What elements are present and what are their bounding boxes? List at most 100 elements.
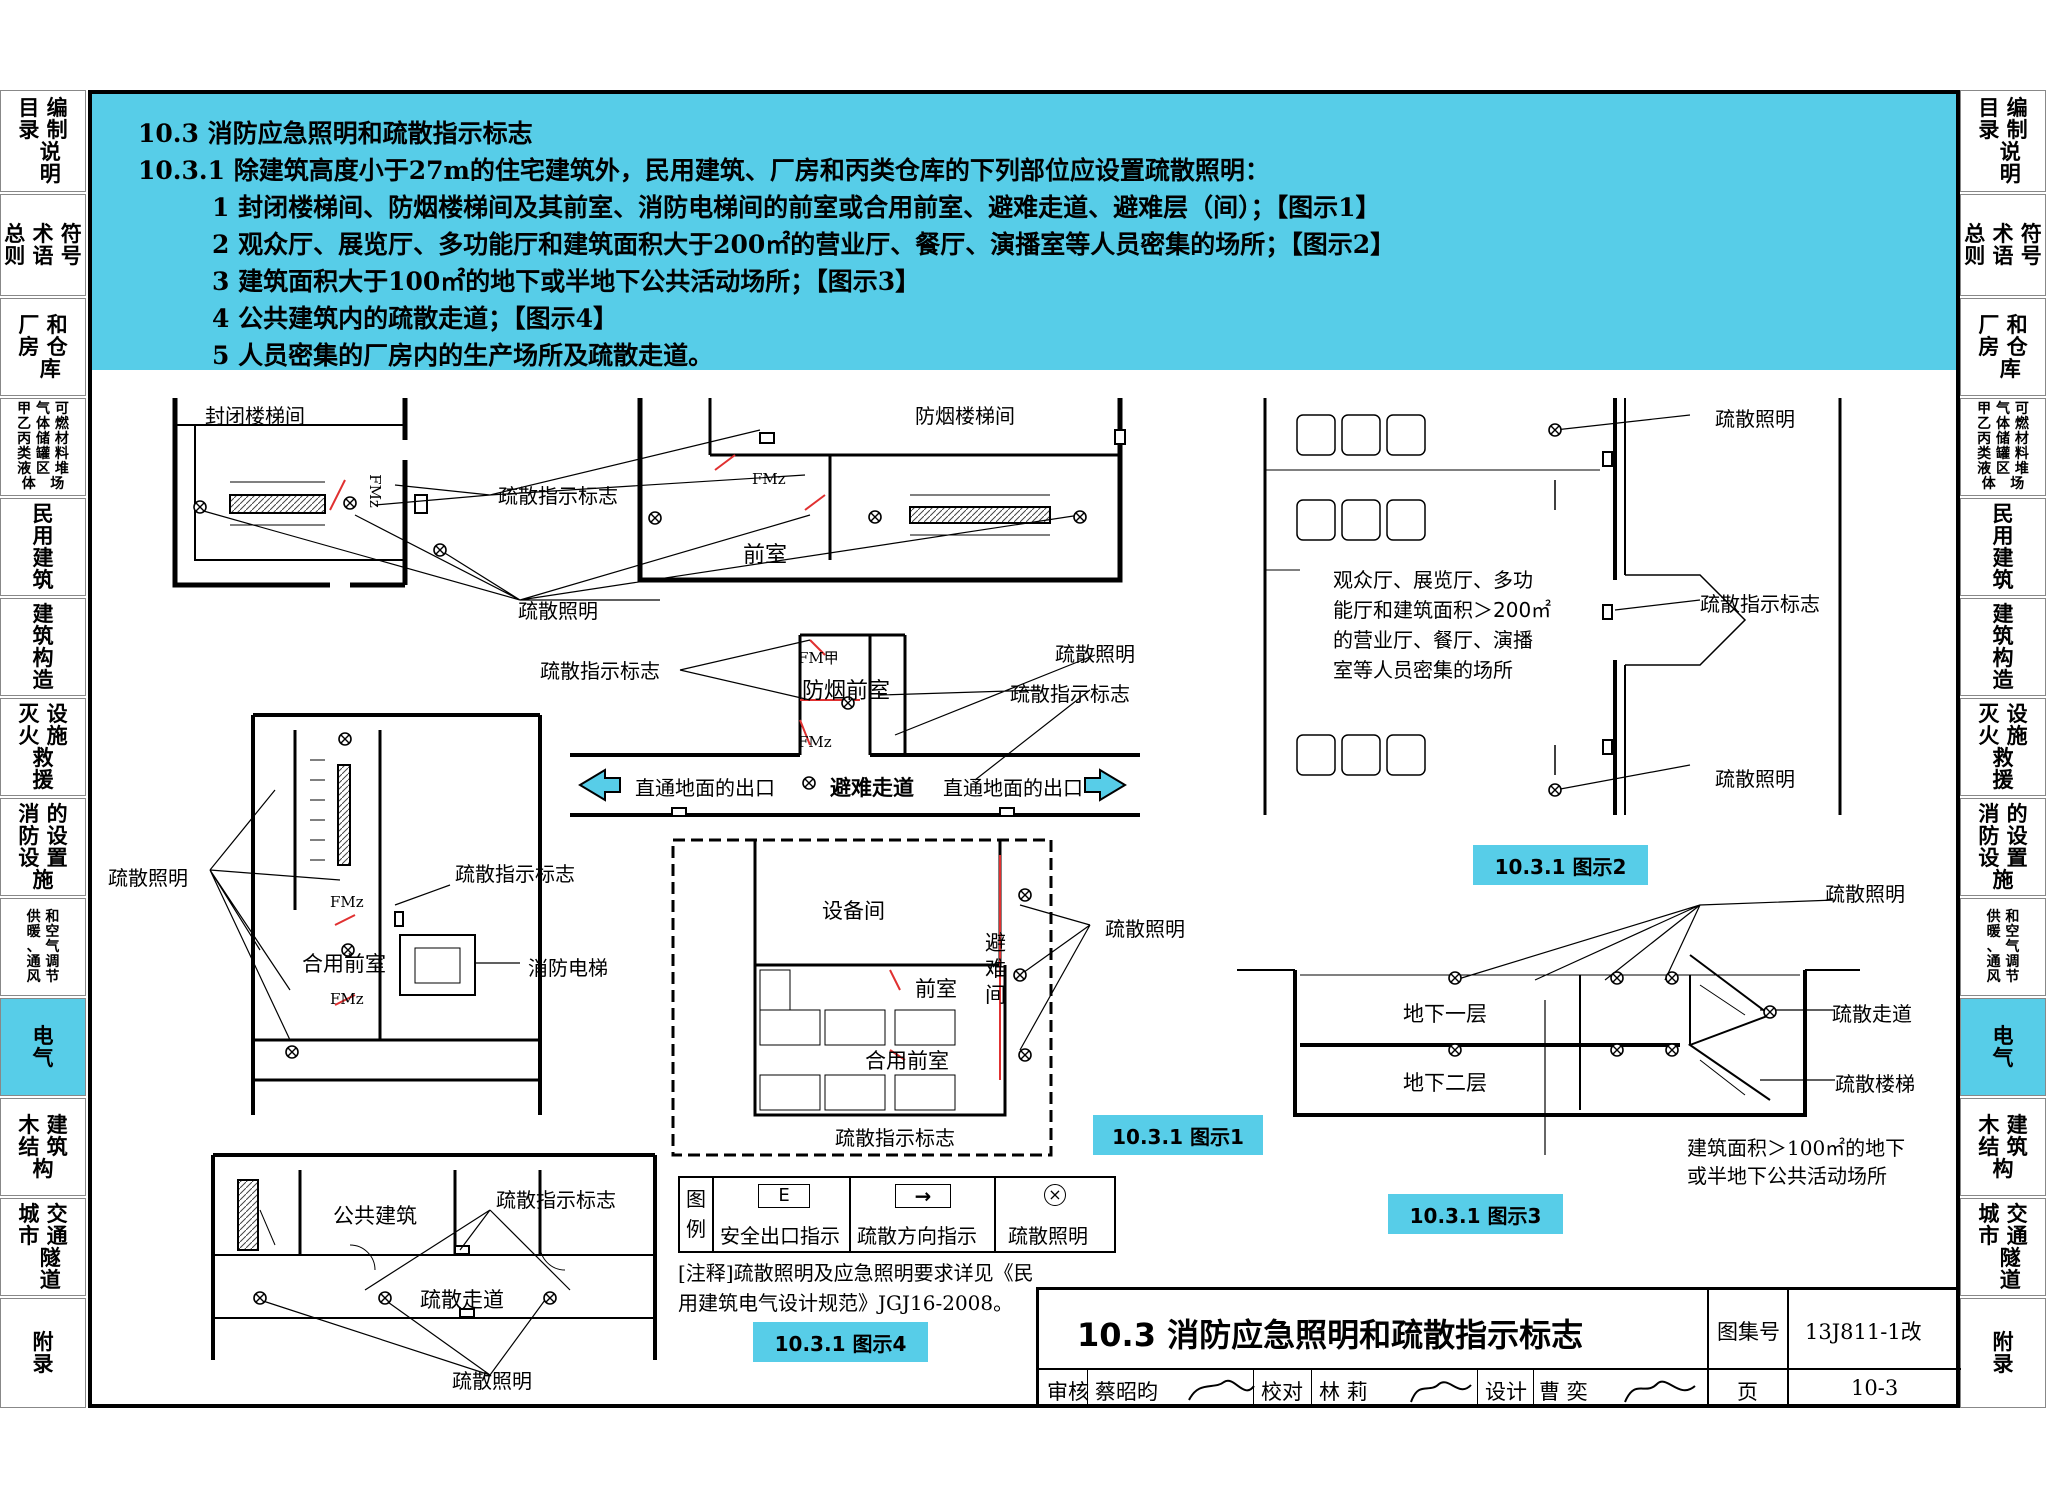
atlas-no-cell: 13J811-1改 [1787,1290,1961,1370]
side-tab-right-7[interactable]: 消 的 防 设 设 置 施 [1960,798,2046,896]
legend-exit-cell: E 安全出口指示 [712,1178,851,1251]
designer-name: 曹 奕 [1539,1380,1588,1404]
label-fig2-evac-light-bottom: 疏散照明 [1715,767,1795,791]
label-fig2-desc: 观众厅、展览厅、多功 能厅和建筑面积＞200㎡ 的营业厅、餐厅、演播 室等人员密… [1333,568,1552,682]
clause-item-4: 4 公共建筑内的疏散走道；【图示4】 [212,304,618,333]
label-refuge-corridor: 避难走道 [830,775,914,800]
leader-lines [199,414,1836,1376]
side-tab-right-8[interactable]: 供 和 暖 空 、 气 通 调 风 节 [1960,898,2046,996]
side-tab-right-0[interactable]: 目 编 录 制 说 明 [1960,90,2046,192]
label-fm-z-1: FMz [365,474,384,508]
clause-item-5: 5 人员密集的厂房内的生产场所及疏散走道。 [212,341,714,370]
side-tab-left-4[interactable]: 民 用 建 筑 [0,498,86,596]
checker-name: 林 莉 [1319,1380,1368,1404]
side-tab-right-3[interactable]: 甲 气 可 乙 体 燃 丙 储 材 类 罐 料 液 区 堆 体 场 [1960,398,2046,496]
page-label: 页 [1737,1380,1758,1404]
side-tab-right-1[interactable]: 总 术 符 则 语 号 [1960,194,2046,296]
caption-fig2: 10.3.1 图示2 [1473,845,1648,885]
label-fig3-desc: 建筑面积＞100㎡的地下 或半地下公共活动场所 [1687,1136,1906,1188]
header-panel: 10.3 消防应急照明和疏散指示标志 10.3.1 除建筑高度小于27m的住宅建… [92,94,1956,370]
label-front-room-2: 前室 [915,977,957,1001]
legend-title: 图 例 [686,1187,706,1241]
label-shared-front-room-2: 合用前室 [865,1049,949,1073]
title-block: 10.3 消防应急照明和疏散指示标志 图集号 13J811-1改 审核 蔡昭昀 … [1036,1287,1961,1408]
title-cell: 10.3 消防应急照明和疏散指示标志 [1039,1290,1709,1370]
smoke-stair-plan [637,398,1126,583]
label-enclosed-stair: 封闭楼梯间 [205,404,305,428]
review-label: 审核 [1047,1380,1089,1404]
enclosed-stair-plan [172,398,428,588]
label-smoke-front-room: 防烟前室 [802,679,891,704]
side-tab-left-8[interactable]: 供 和 暖 空 、 气 通 调 风 节 [0,898,86,996]
signature-checker [1410,1381,1472,1403]
label-direct-exit-left: 直通地面的出口 [635,776,775,800]
legend-title-cell: 图 例 [680,1178,714,1251]
side-tab-right-6[interactable]: 灭 设 火 施 救 援 [1960,698,2046,796]
side-tab-left-6[interactable]: 灭 设 火 施 救 援 [0,698,86,796]
side-tab-right-11[interactable]: 城 交 市 通 隧 道 [1960,1198,2046,1296]
side-tab-left-11[interactable]: 城 交 市 通 隧 道 [0,1198,86,1296]
caption-fig3: 10.3.1 图示3 [1388,1194,1563,1234]
side-tab-left-7[interactable]: 消 的 防 设 设 置 施 [0,798,86,896]
label-fig3-evac-stair: 疏散楼梯 [1835,1072,1915,1096]
label-evac-light-4: 疏散照明 [1105,917,1185,941]
atlas-label-cell: 图集号 [1707,1290,1789,1370]
legend-direction-label: 疏散方向指示 [857,1224,977,1248]
side-tab-right-2[interactable]: 厂 和 房 仓 库 [1960,298,2046,396]
side-tab-left-10[interactable]: 木 建 结 筑 构 [0,1098,86,1196]
legend-light-cell: × 疏散照明 [994,1178,1114,1251]
label-evac-sign-2: 疏散指示标志 [540,659,660,683]
label-fm-z-4: FMz [330,893,364,911]
label-evac-sign-4: 疏散指示标志 [455,862,575,886]
label-smoke-stair: 防烟楼梯间 [915,404,1015,428]
label-equipment-room: 设备间 [822,899,885,923]
reviewer-name: 蔡昭昀 [1095,1380,1158,1404]
side-tab-left-3[interactable]: 甲 气 可 乙 体 燃 丙 储 材 类 罐 料 液 区 堆 体 场 [0,398,86,496]
label-evac-light-3: 疏散照明 [108,866,188,890]
side-tab-left-12[interactable]: 附 录 [0,1298,86,1408]
legend-box: 图 例 E 安全出口指示 → 疏散方向指示 × 疏散照明 [678,1176,1116,1253]
arrow-right-icon: → [895,1184,951,1208]
label-fig2-evac-sign: 疏散指示标志 [1700,592,1820,616]
side-tab-right-4[interactable]: 民 用 建 筑 [1960,498,2046,596]
label-direct-exit-right: 直通地面的出口 [943,776,1083,800]
shared-front-room-plan [251,713,542,1115]
label-b1: 地下一层 [1403,1002,1487,1026]
side-tab-left-9[interactable]: 电 气 [0,998,86,1096]
side-tab-left-2[interactable]: 厂 和 房 仓 库 [0,298,86,396]
caption-fig4: 10.3.1 图示4 [753,1322,928,1362]
label-evac-sign-1: 疏散指示标志 [498,484,618,508]
clause-item-2: 2 观众厅、展览厅、多功能厅和建筑面积大于200㎡的营业厅、餐厅、演播室等人员密… [212,230,1396,259]
caption-fig1: 10.3.1 图示1 [1093,1115,1263,1155]
label-evac-sign-3: 疏散指示标志 [1010,682,1130,706]
label-refuge-room: 避 难 间 [985,931,1006,1007]
label-b2: 地下二层 [1403,1071,1487,1095]
label-fm-z-2: FMz [752,470,786,488]
legend-direction-cell: → 疏散方向指示 [849,1178,996,1251]
legend-light-label: 疏散照明 [1008,1224,1088,1248]
side-tab-right-9[interactable]: 电 气 [1960,998,2046,1096]
atlas-label: 图集号 [1717,1320,1780,1344]
legend-exit-label: 安全出口指示 [720,1224,840,1248]
signature-reviewer [1188,1379,1255,1401]
side-tab-left-5[interactable]: 建 筑 构 造 [0,598,86,696]
label-fig3-evac-corridor: 疏散走道 [1832,1002,1912,1026]
public-corridor-plan [211,1153,657,1360]
label-shared-front-room-1: 合用前室 [302,952,386,976]
label-fig4-evac-corridor: 疏散走道 [420,1288,504,1312]
clause-text: 10.3.1 除建筑高度小于27m的住宅建筑外，民用建筑、厂房和丙类仓库的下列部… [138,156,1270,185]
side-tab-left-0[interactable]: 目 编 录 制 说 明 [0,90,86,192]
side-tab-right-12[interactable]: 附 录 [1960,1298,2046,1408]
side-tab-right-10[interactable]: 木 建 结 筑 构 [1960,1098,2046,1196]
side-tab-right-5[interactable]: 建 筑 构 造 [1960,598,2046,696]
side-tab-left-1[interactable]: 总 术 符 则 语 号 [0,194,86,296]
sheet-title: 10.3 消防应急照明和疏散指示标志 [1077,1316,1584,1354]
label-public-building: 公共建筑 [333,1204,417,1228]
label-front-room: 前室 [743,543,788,568]
label-fire-elevator: 消防电梯 [528,956,608,980]
page-no: 10-3 [1851,1376,1899,1400]
label-fig4-evac-sign: 疏散指示标志 [496,1188,616,1212]
label-fig2-evac-light-top: 疏散照明 [1715,407,1795,431]
clause-item-3: 3 建筑面积大于100㎡的地下或半地下公共活动场所；【图示3】 [212,267,921,296]
